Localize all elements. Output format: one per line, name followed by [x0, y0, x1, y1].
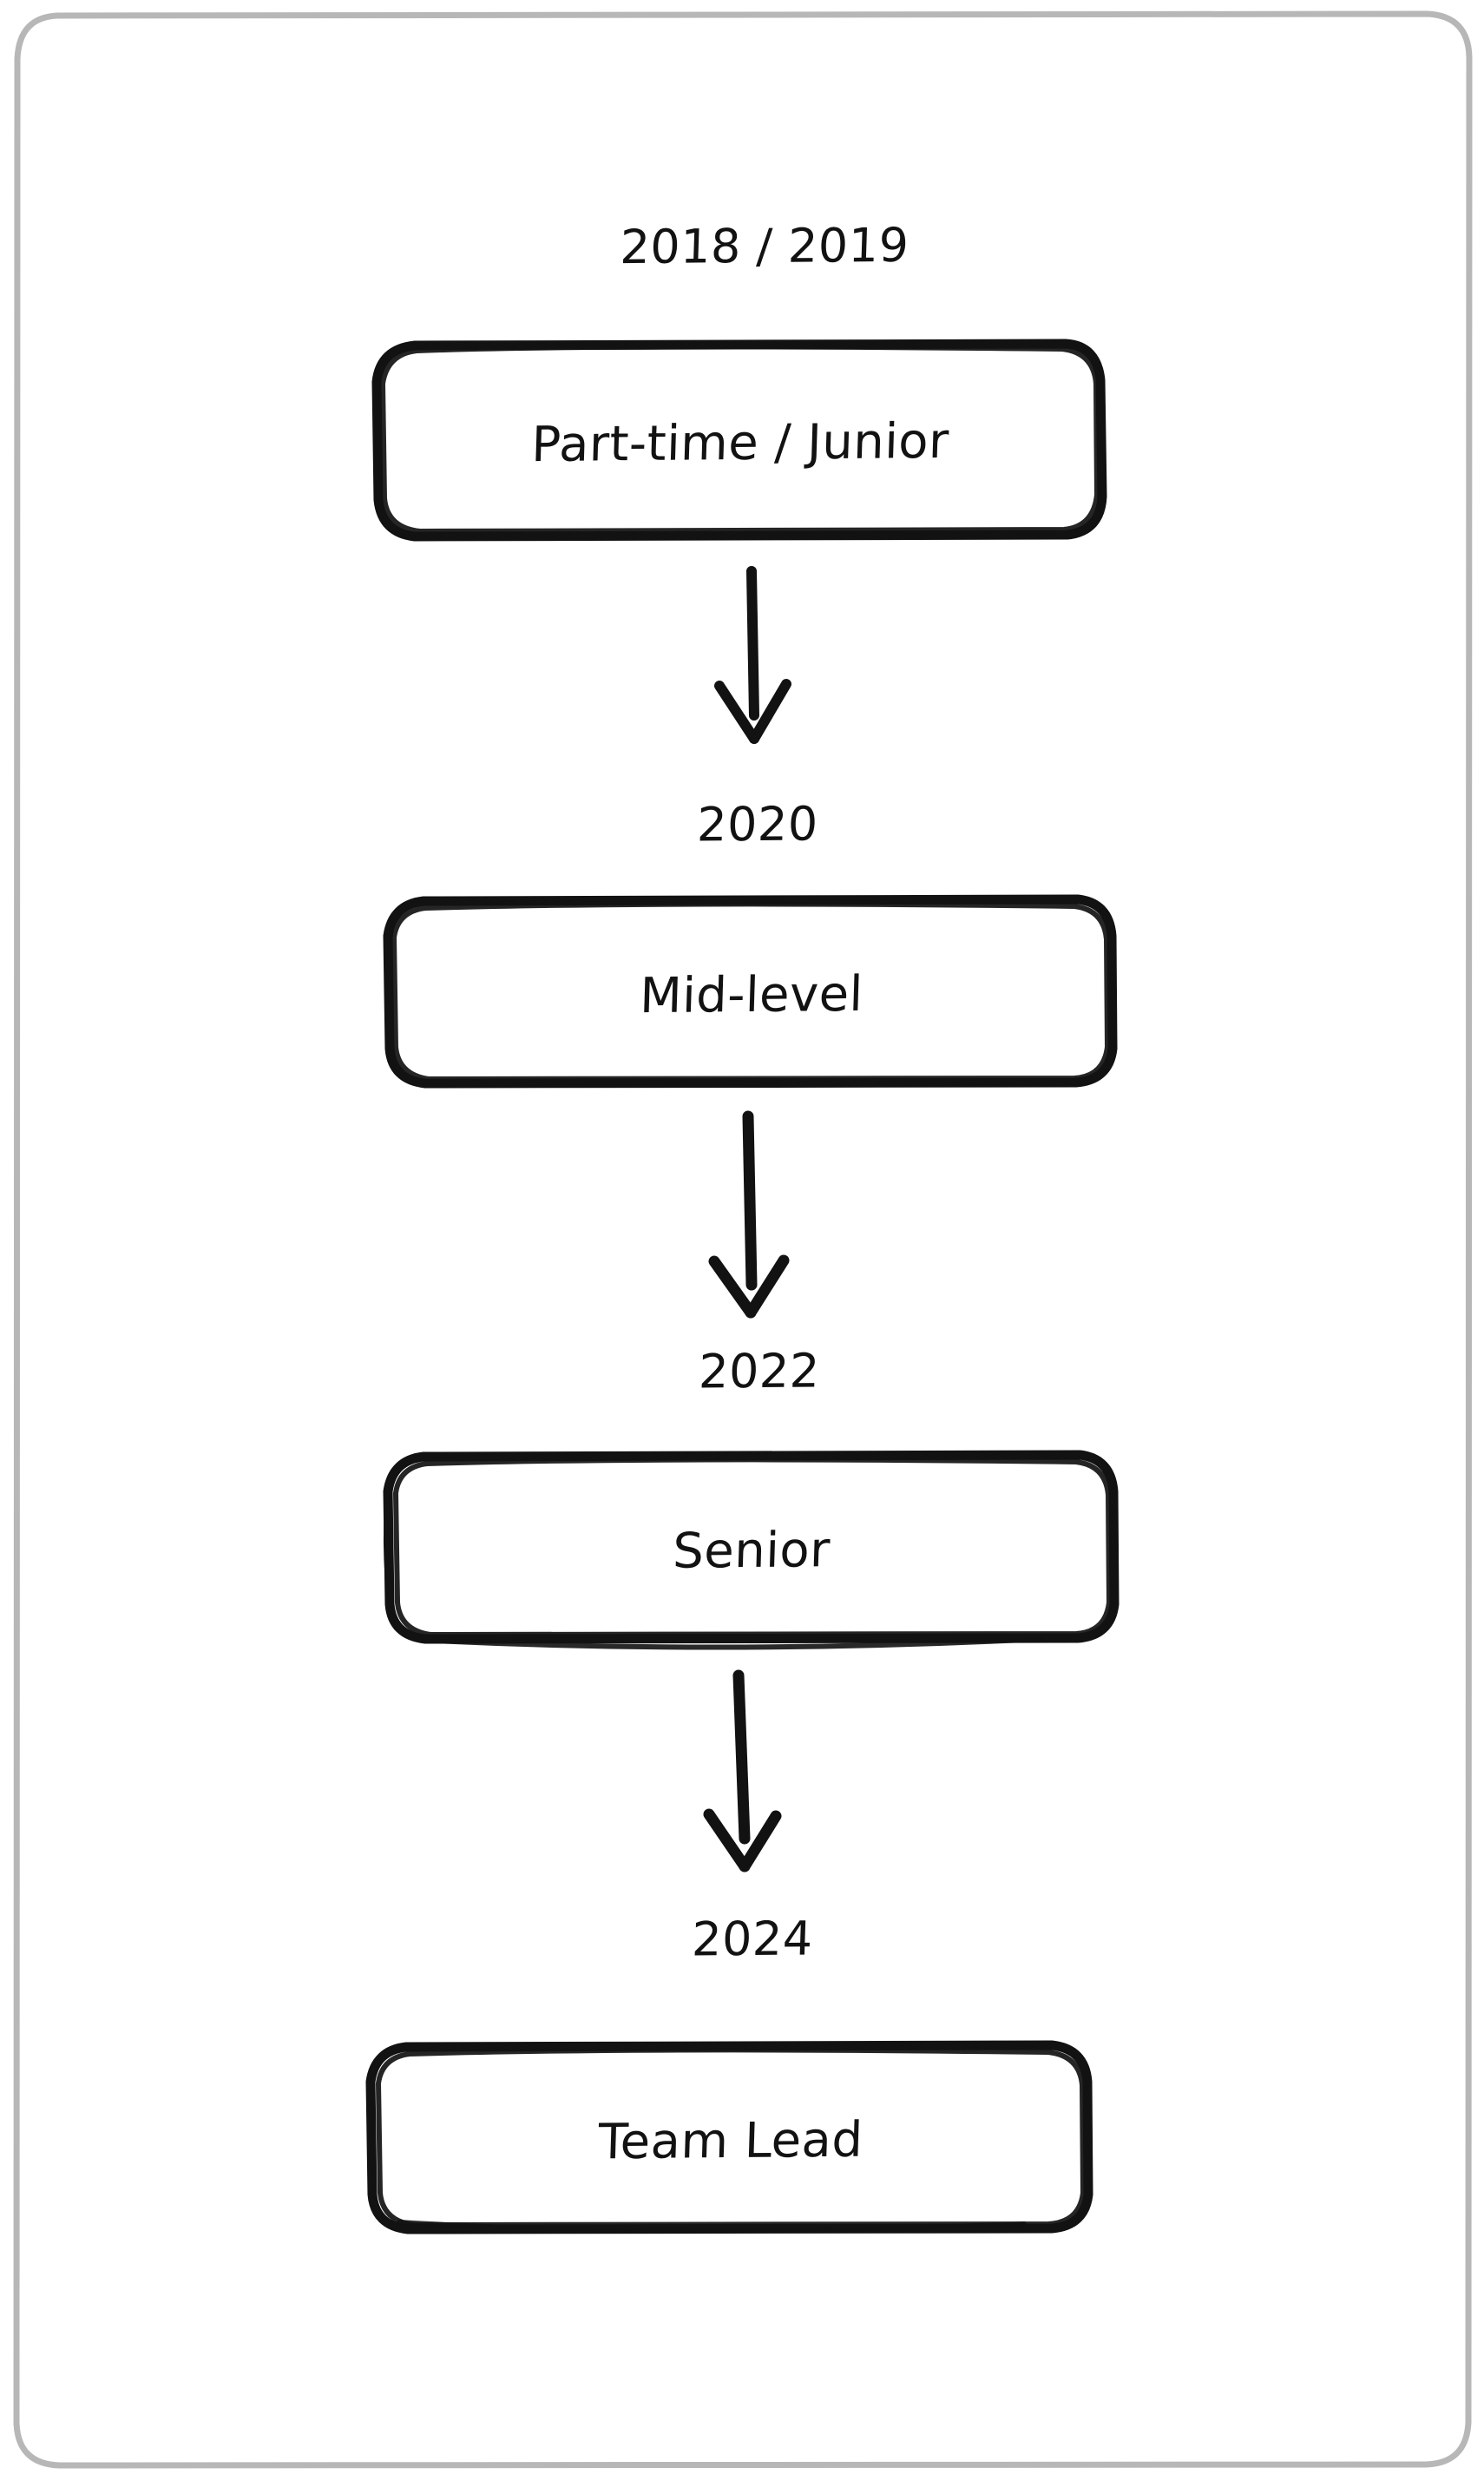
arrow-connector-2 [708, 1110, 790, 1319]
year-label-step-2: 2020 [696, 796, 819, 852]
node-step-4[interactable] [371, 2045, 1091, 2229]
arrow-connector-3 [703, 1669, 782, 1872]
node-box-step-3[interactable] [383, 1450, 1120, 1650]
node-box-step-1[interactable] [371, 339, 1107, 542]
year-label-step-3: 2022 [698, 1343, 821, 1399]
node-box-step-4[interactable] [365, 2040, 1093, 2234]
node-step-3[interactable] [388, 1455, 1115, 1639]
node-box-step-2[interactable] [383, 894, 1118, 1089]
year-label-step-1: 2018 / 2019 [619, 217, 910, 275]
card-frame [13, 10, 1473, 2469]
arrow-connector-1 [714, 566, 791, 744]
node-step-2[interactable] [388, 899, 1115, 1083]
node-step-1[interactable] [377, 344, 1104, 536]
year-label-step-4: 2024 [691, 1911, 814, 1967]
